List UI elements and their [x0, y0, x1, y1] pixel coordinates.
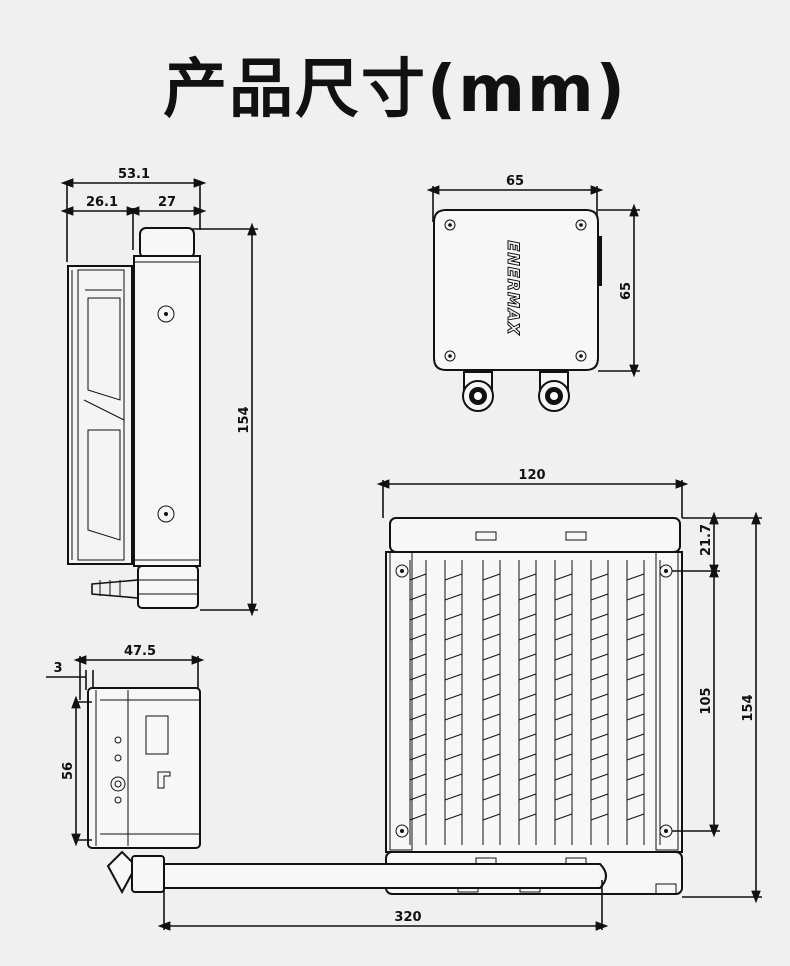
pump-top-view: 65 ENERMAX 65 [426, 174, 640, 412]
dim-pump-side-width: 47.5 [124, 644, 156, 659]
pump-fittings [462, 371, 570, 412]
dim-pump-side-height: 56 [61, 762, 76, 780]
fan-side [67, 265, 133, 565]
dim-pump-thickness: 3 [53, 661, 62, 676]
dim-radiator-depth: 27 [158, 195, 176, 210]
radiator-front-view: 120 [376, 468, 762, 904]
page-title: 产品尺寸(mm) [163, 53, 627, 127]
radiator-side [91, 227, 201, 609]
dim-side-height: 154 [237, 406, 252, 433]
dim-pump-height: 65 [619, 282, 634, 300]
pump-side-view: 47.5 3 56 320 [46, 644, 609, 931]
radiator-mount-holes [395, 564, 673, 838]
dim-mount-hole-spacing: 105 [699, 687, 714, 714]
dim-tube-length: 320 [394, 910, 421, 925]
dim-radiator-height: 154 [741, 694, 756, 721]
brand-logo: ENERMAX [504, 240, 523, 335]
dim-fan-width: 26.1 [86, 195, 118, 210]
dim-radiator-width: 120 [518, 468, 545, 483]
dim-radiator-top-offset: 21.7 [699, 524, 714, 556]
radiator-fins [409, 560, 661, 845]
dim-fan-total-width: 53.1 [118, 167, 150, 182]
side-view: 53.1 26.1 27 [60, 167, 258, 617]
pump-screws [444, 219, 587, 362]
dim-pump-width: 65 [506, 174, 524, 189]
